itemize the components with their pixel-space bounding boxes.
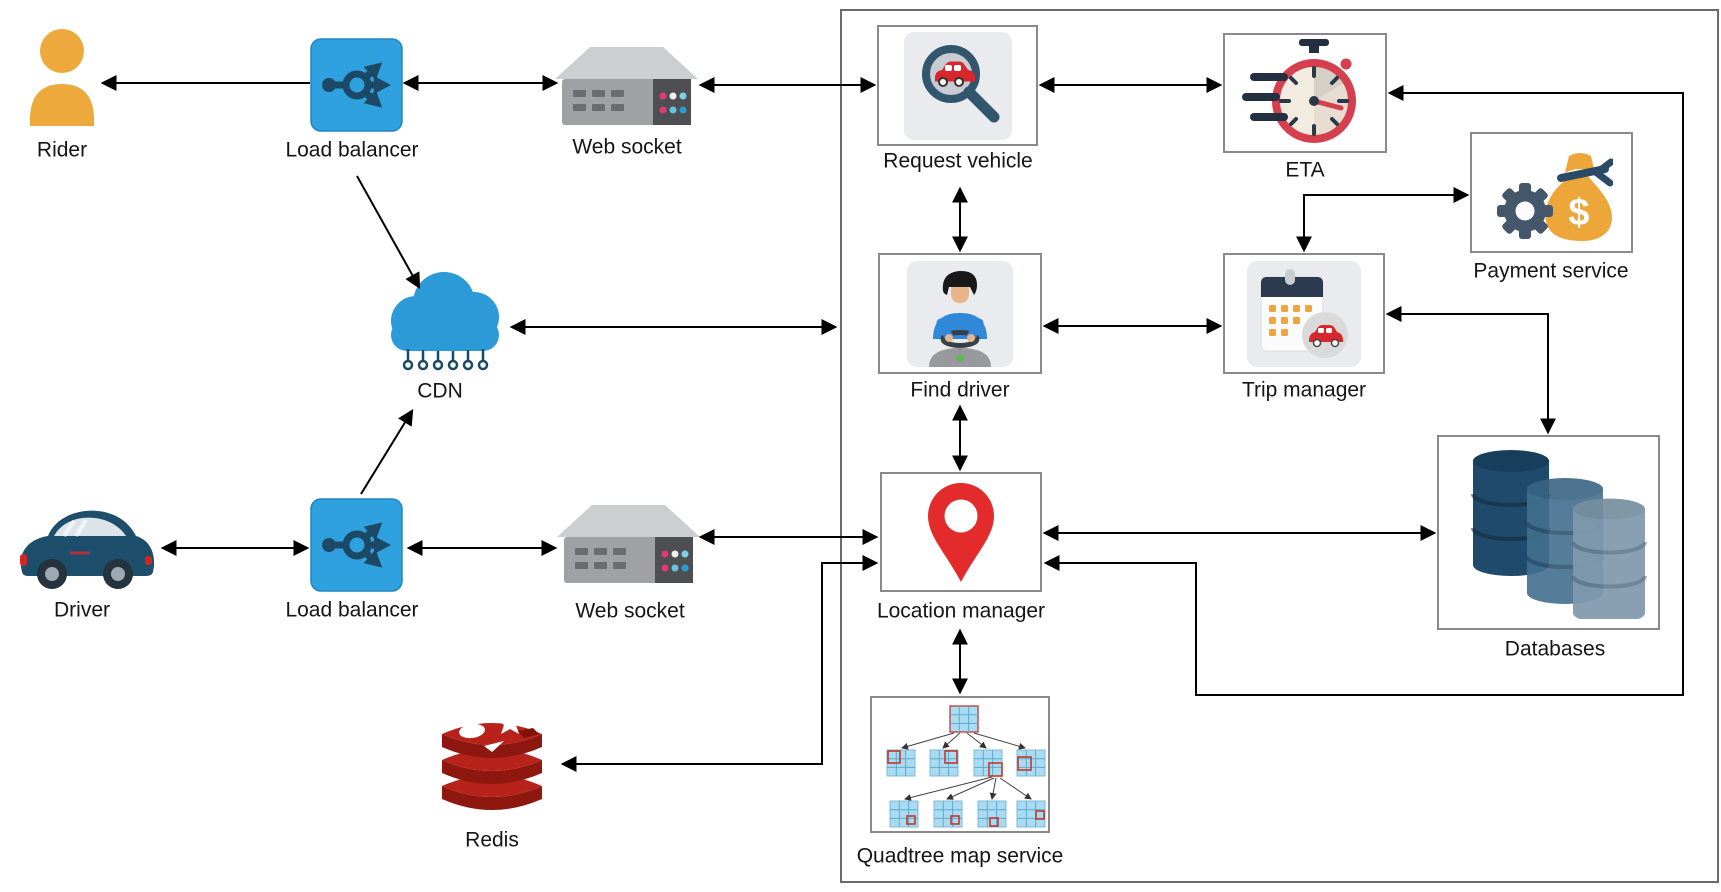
database-stack-icon — [1470, 449, 1647, 619]
stopwatch-icon — [1242, 39, 1356, 143]
rider-person-icon — [30, 29, 94, 126]
quadtree-map-service-label: Quadtree map service — [856, 844, 1064, 868]
cdn-cloud-icon — [391, 272, 499, 371]
driver-label: Driver — [54, 598, 110, 622]
find-driver-box — [878, 253, 1042, 374]
load-balancer-top-label: Load balancer — [285, 138, 419, 162]
backend-system-boundary — [840, 9, 1719, 883]
load-balancer-top-icon — [310, 38, 403, 132]
eta-label: ETA — [1285, 158, 1325, 182]
map-pin-icon — [928, 483, 994, 582]
trip-manager-box — [1223, 253, 1385, 374]
request-vehicle-label: Request vehicle — [883, 149, 1033, 173]
redis-icon — [442, 710, 542, 810]
web-socket-top-server-icon — [555, 47, 698, 125]
web-socket-bottom-server-icon — [557, 505, 700, 583]
load-balancer-bottom-icon — [310, 498, 403, 592]
payment-service-label: Payment service — [1473, 259, 1629, 283]
quadtree-icon — [886, 705, 1046, 828]
payment-service-box: $ — [1470, 132, 1633, 253]
web-socket-bottom-label: Web socket — [575, 599, 685, 623]
load-balancer-bottom-label: Load balancer — [285, 598, 419, 622]
rider-label: Rider — [36, 138, 88, 162]
calendar-car-icon — [1247, 260, 1361, 367]
quadtree-map-service-box — [870, 696, 1050, 833]
driver-car-icon — [20, 510, 155, 589]
web-socket-top-label: Web socket — [572, 135, 682, 159]
location-manager-label: Location manager — [876, 599, 1046, 623]
databases-box — [1437, 435, 1660, 630]
svg-text:$: $ — [1568, 192, 1589, 234]
databases-label: Databases — [1504, 637, 1606, 661]
trip-manager-label: Trip manager — [1241, 378, 1367, 402]
edge-location-manager-redis — [560, 555, 879, 772]
find-driver-label: Find driver — [910, 378, 1010, 402]
search-car-icon — [903, 31, 1012, 140]
money-bag-gear-icon: $ — [1496, 152, 1613, 241]
cdn-label: CDN — [417, 379, 463, 403]
edge-lb-bottom-cdn — [360, 408, 414, 495]
eta-box — [1223, 33, 1387, 153]
request-vehicle-box — [877, 25, 1038, 146]
location-manager-box — [880, 472, 1042, 592]
redis-label: Redis — [465, 828, 519, 852]
driver-at-wheel-icon — [907, 260, 1013, 367]
